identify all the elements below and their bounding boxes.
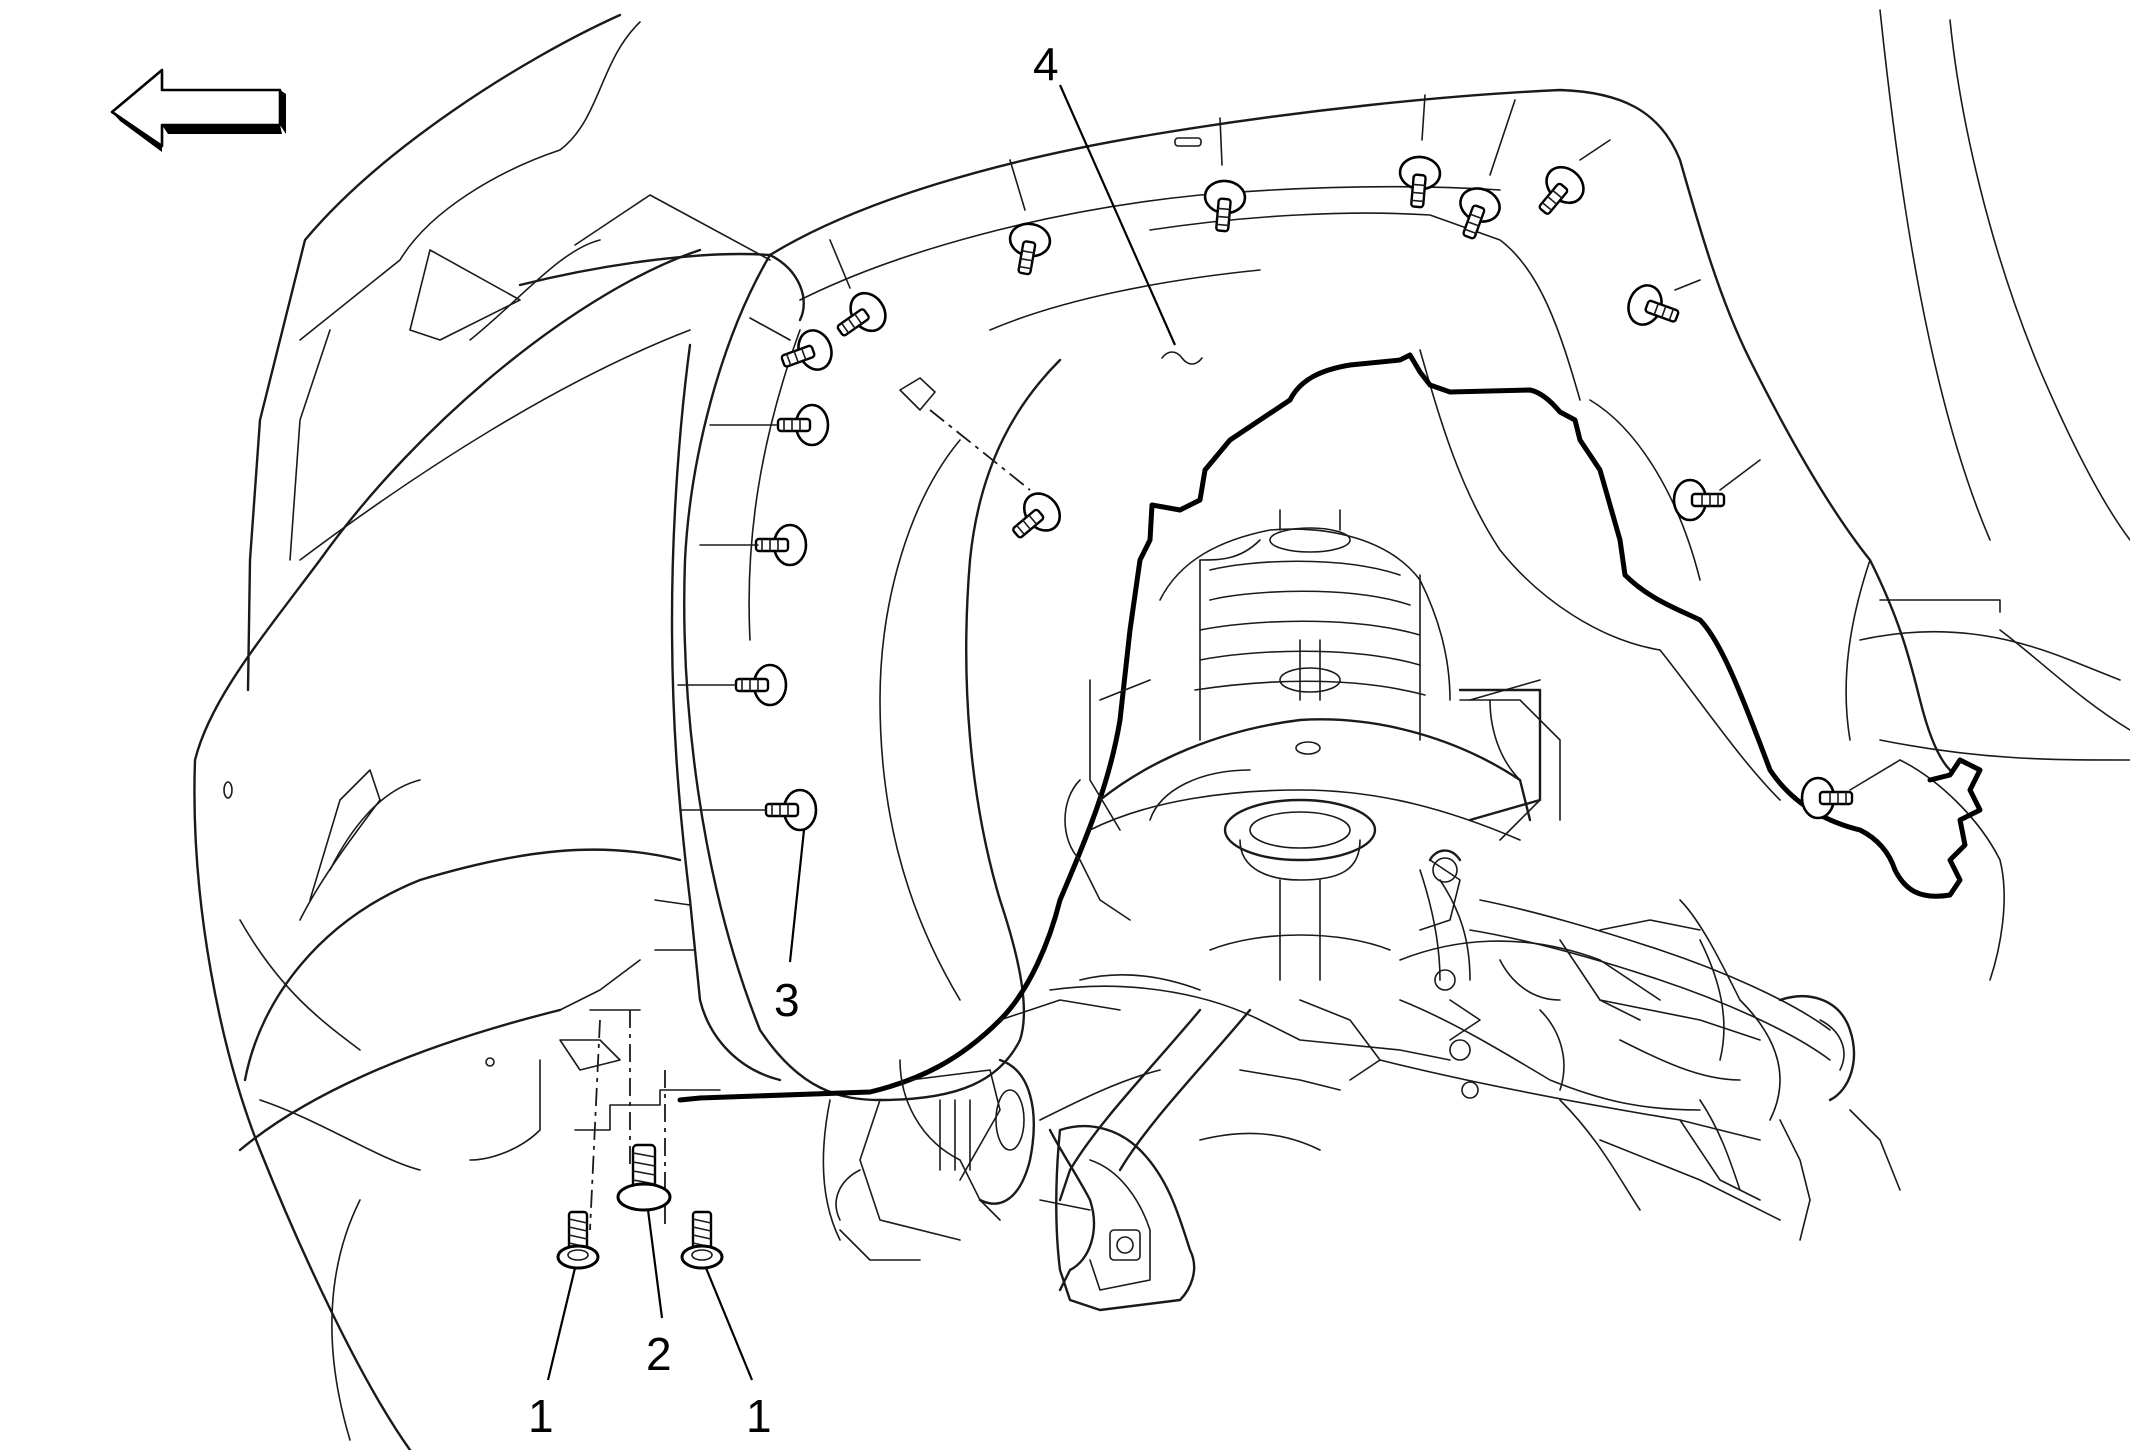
push-pin-retainer-icon (776, 403, 830, 447)
bolt-icon (680, 1210, 724, 1270)
push-pin-retainer-icon (1538, 165, 1585, 215)
push-pin-retainer-icon (734, 663, 788, 707)
bolt-icon (556, 1210, 600, 1270)
push-pin-retainer-icon (1459, 187, 1501, 240)
liner-edge (677, 352, 1983, 1103)
arrow-left-icon (110, 68, 286, 152)
retainer-fasteners (677, 94, 1901, 832)
lower-fasteners (556, 1143, 724, 1270)
front-fascia (193, 13, 702, 1450)
push-pin-retainer-icon (780, 329, 833, 371)
screw-icon (616, 1143, 672, 1212)
push-pin-retainer-icon (1800, 776, 1854, 820)
push-pin-retainer-icon (1008, 222, 1052, 276)
push-pin-retainer-icon (1672, 478, 1726, 522)
callout-label-3: 3 (774, 974, 800, 1026)
push-pin-retainer-icon (836, 291, 887, 337)
push-pin-retainer-icon (1627, 284, 1680, 326)
push-pin-retainer-icon (754, 523, 808, 567)
push-pin-retainer-icon (764, 788, 818, 832)
lower-control-arm (822, 974, 1901, 1312)
callout-label-1a: 1 (528, 1390, 554, 1442)
fastener-alignment-guides (574, 377, 1031, 1231)
push-pin-retainer-icon (1398, 155, 1442, 209)
callout-label-4: 4 (1033, 38, 1059, 90)
push-pin-retainer-icon (1012, 492, 1062, 539)
suspension-assembly (1049, 509, 1856, 1221)
callout-leaders (546, 84, 1203, 1381)
push-pin-retainer-icon (1203, 179, 1247, 233)
lower-fascia (238, 848, 682, 1161)
body-side (1879, 9, 2130, 981)
callout-label-2: 2 (646, 1328, 672, 1380)
callout-label-1b: 1 (746, 1390, 772, 1442)
wheelhouse-liner-front (518, 194, 1062, 1102)
